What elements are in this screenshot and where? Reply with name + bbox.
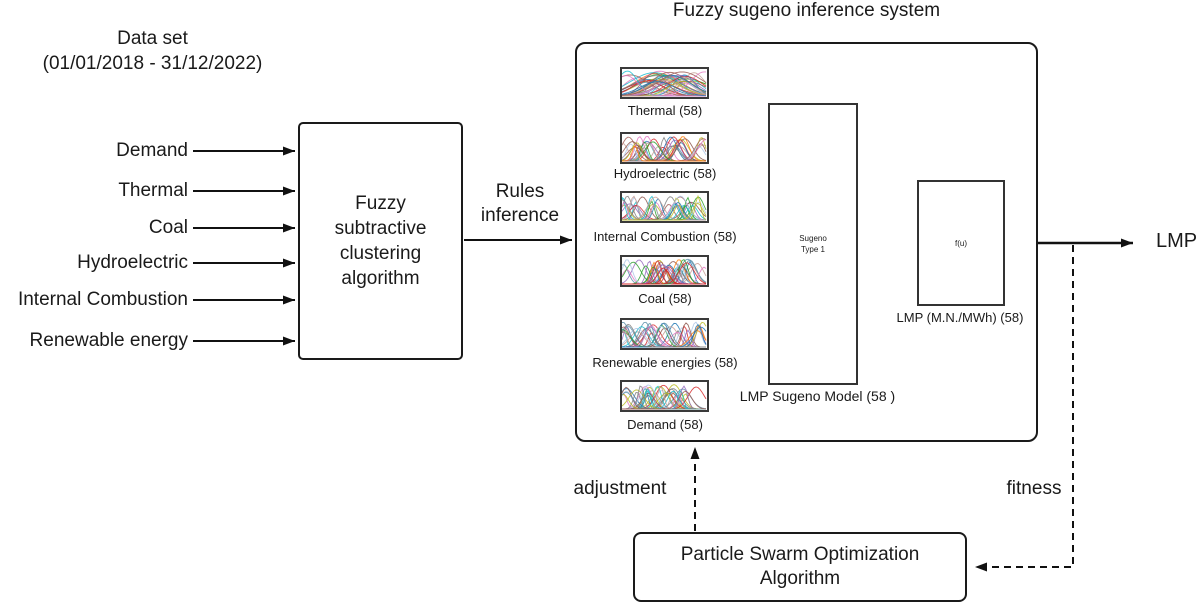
membership-thumbnail-coal xyxy=(620,255,709,287)
membership-thumbnail-internal-combustion xyxy=(620,191,709,223)
output-function-caption: LMP (M.N./MWh) (58) xyxy=(896,310,1024,325)
input-label-renewable-energy: Renewable energy xyxy=(29,330,188,351)
clustering-algorithm-box: Fuzzy subtractive clustering algorithm xyxy=(298,122,463,360)
membership-thumbnail-hydroelectric xyxy=(620,132,709,164)
pso-algorithm-box: Particle Swarm Optimization Algorithm xyxy=(633,532,967,602)
input-label-hydroelectric: Hydroelectric xyxy=(77,252,188,273)
adjustment-label: adjustment xyxy=(573,478,667,499)
thumbnail-label-internal-combustion: Internal Combustion (58) xyxy=(593,229,737,244)
thumbnail-label-hydroelectric: Hydroelectric (58) xyxy=(613,166,717,181)
thumbnail-label-demand: Demand (58) xyxy=(627,417,703,432)
thumbnail-label-coal: Coal (58) xyxy=(638,291,692,306)
input-label-internal-combustion: Internal Combustion xyxy=(17,289,188,310)
dataset-label: Data set (01/01/2018 - 31/12/2022) xyxy=(30,26,275,76)
membership-thumbnail-demand xyxy=(620,380,709,412)
rules-label-line: inference xyxy=(480,205,560,226)
clustering-box-line: Fuzzy xyxy=(355,193,406,214)
sugeno-box-line: Type 1 xyxy=(800,245,825,254)
sugeno-model-caption: LMP Sugeno Model (58 ) xyxy=(739,388,896,404)
rules-label-line: Rules xyxy=(495,181,545,202)
thumbnail-label-thermal: Thermal (58) xyxy=(627,103,703,118)
dataset-range: (01/01/2018 - 31/12/2022) xyxy=(42,53,263,74)
rules-inference-label: Rules inference xyxy=(455,180,585,228)
pso-box-line: Particle Swarm Optimization xyxy=(680,544,920,565)
lmp-output-label: LMP xyxy=(1156,230,1198,252)
membership-thumbnail-thermal xyxy=(620,67,709,99)
fitness-label: fitness xyxy=(1006,478,1062,499)
input-arrows xyxy=(193,146,295,346)
fis-title: Fuzzy sugeno inference system xyxy=(672,0,941,21)
membership-thumbnail-renewable xyxy=(620,318,709,350)
clustering-box-line: algorithm xyxy=(341,268,420,289)
dataset-title: Data set xyxy=(117,28,188,49)
clustering-box-line: subtractive xyxy=(334,218,427,239)
sugeno-box-line: Sugeno xyxy=(799,234,827,243)
sugeno-model-box: Sugeno Type 1 xyxy=(768,103,858,385)
output-function-box: f(u) xyxy=(917,180,1005,306)
input-label-thermal: Thermal xyxy=(118,180,188,201)
input-label-coal: Coal xyxy=(148,217,188,238)
output-function-label: f(u) xyxy=(955,238,967,248)
pso-box-line: Algorithm xyxy=(759,568,841,589)
clustering-box-line: clustering xyxy=(339,243,422,264)
thumbnail-label-renewable: Renewable energies (58) xyxy=(592,355,738,370)
input-label-demand: Demand xyxy=(116,140,188,161)
